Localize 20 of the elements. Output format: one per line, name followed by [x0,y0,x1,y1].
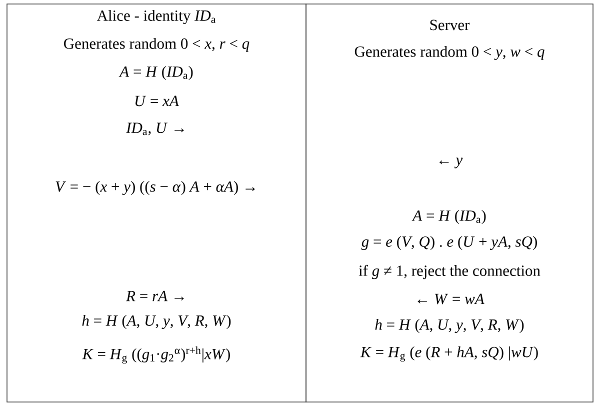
protocol-step: V = − (x + y) ((s − α) A + αA) → [56,180,255,196]
protocol-step: Alice - identity ID$_{a}$ [96,10,216,24]
protocol-step: U = xA [135,96,179,106]
table-cell [6,4,306,402]
protocol-step: K = H$_{g}$ (e (R + hA, sQ) |wU) [360,346,538,362]
protocol-step: Server [430,20,470,30]
protocol-step: h = H (A, U, y, V, R, W) [82,314,231,330]
protocol-step: h = H (A, U, y, V, R, W) [375,318,524,334]
protocol-step: R = rA → [126,290,184,302]
table-cell [306,4,594,402]
protocol-step: g = e (V, Q) . e (U + yA, sQ) [361,236,537,250]
protocol-step: A = H (ID$_{a}$) [412,210,486,224]
protocol-step: Generates random 0 < x, r < q [64,38,250,52]
protocol-step: K = H$_{g}$ ((g$_{1}$·g$_{2}$$^{α}$)$^{r+h}$|xW) [82,346,230,364]
protocol-step: Generates random 0 < y, w < q [354,46,544,60]
protocol-step: if g ≠ 1, reject the connection [358,264,540,280]
protocol-step: ← y [440,158,463,168]
protocol-step: A = H (ID$_{a}$) [118,66,193,80]
protocol-step: ID$_{a}$, U → [126,122,184,136]
protocol-step: ← W = wA [418,294,484,304]
